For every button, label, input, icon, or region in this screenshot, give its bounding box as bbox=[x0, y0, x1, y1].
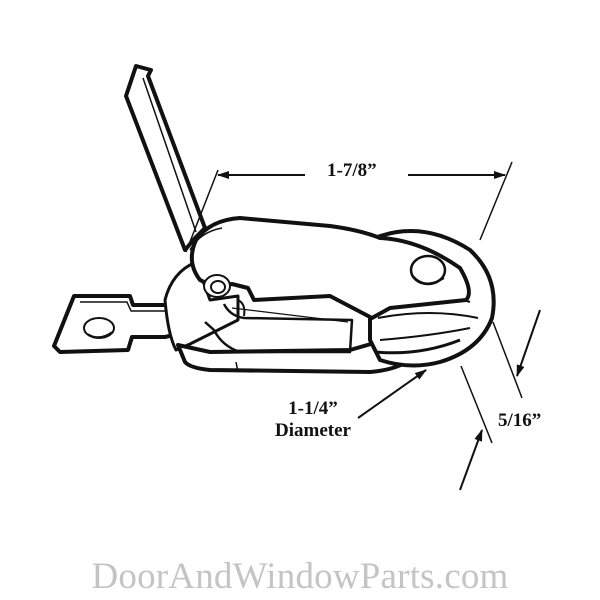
width-arrow-bottom-icon bbox=[459, 429, 483, 491]
diameter-dimension-label: 1-1/4” Diameter bbox=[275, 398, 351, 442]
diameter-leader bbox=[357, 369, 427, 419]
watermark: DoorAndWindowParts.com bbox=[91, 556, 509, 597]
width-dimension bbox=[459, 309, 541, 491]
channel-slot bbox=[204, 299, 354, 354]
diameter-arrow-icon bbox=[357, 369, 427, 419]
width-dimension-label: 5/16” bbox=[498, 410, 542, 431]
side-plate bbox=[189, 216, 471, 320]
length-dimension-label: 1-7/8” bbox=[327, 160, 377, 181]
width-arrow-top-icon bbox=[516, 309, 541, 377]
width-extension-line-top bbox=[492, 321, 523, 399]
width-extension-line-bottom bbox=[460, 365, 493, 444]
length-dimension bbox=[185, 161, 513, 253]
length-extension-line-right bbox=[479, 161, 513, 241]
mounting-tab bbox=[52, 294, 184, 354]
spring-tab-arm bbox=[124, 64, 207, 252]
diameter-value: 1-1/4” bbox=[288, 398, 338, 419]
length-extension-line-left bbox=[185, 169, 219, 253]
diameter-caption: Diameter bbox=[275, 419, 351, 441]
